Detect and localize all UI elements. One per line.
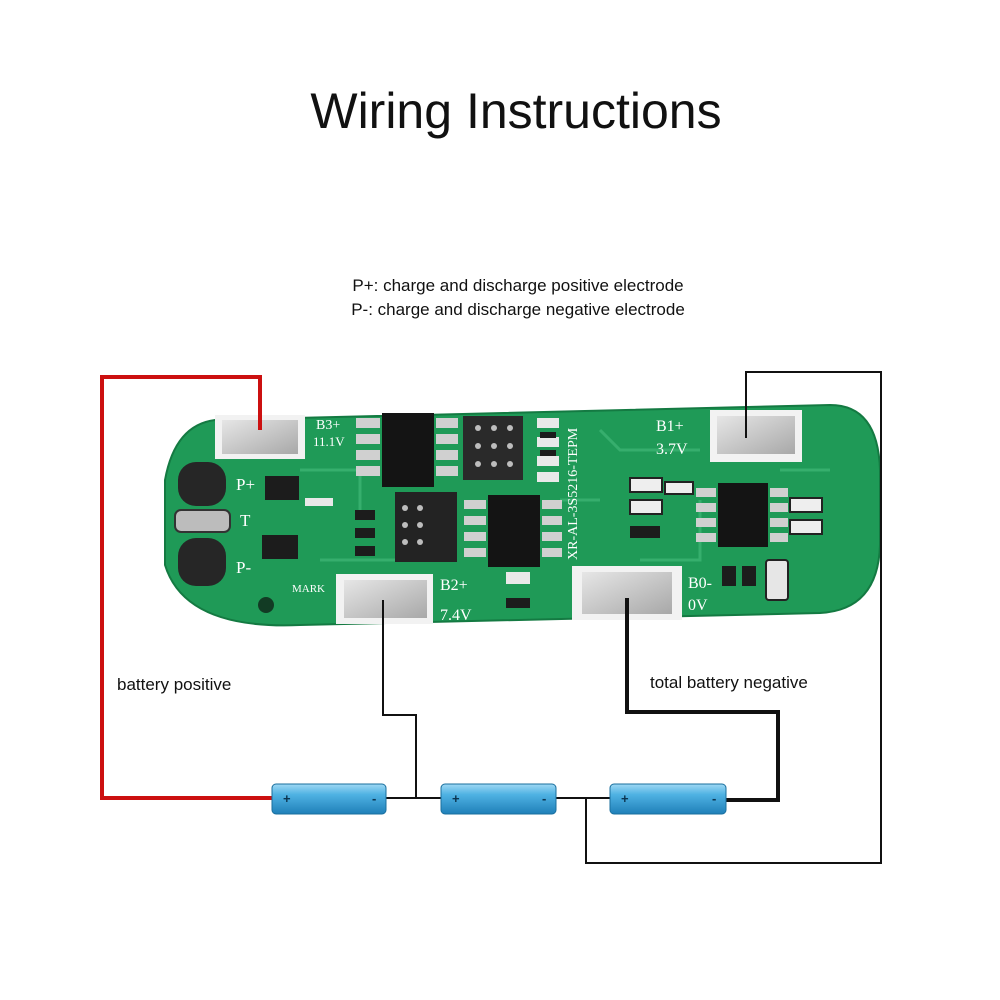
b0-label: B0- (688, 575, 712, 592)
b1-label: B1+ (656, 418, 684, 435)
p-minus-pad-label: P- (236, 558, 251, 577)
battery-1-plus-sign: + (283, 791, 291, 806)
battery-2-plus-sign: + (452, 791, 460, 806)
page-title: Wiring Instructions (310, 83, 722, 139)
mosfet-chip-2 (464, 495, 562, 567)
p-plus-pad-label: P+ (236, 475, 255, 494)
battery-2-minus-sign: - (542, 791, 546, 806)
battery-positive-wire (100, 375, 272, 800)
socket-grid (463, 416, 523, 480)
p-minus-connector (178, 538, 226, 586)
b1-pad (717, 416, 795, 454)
b1-voltage-label: 3.7V (656, 441, 688, 458)
legend-p-minus: P-: charge and discharge negative electr… (351, 300, 685, 319)
t-pad-label: T (240, 511, 251, 530)
mosfet-chip-1 (356, 413, 458, 487)
mark-dot (258, 597, 274, 613)
b3-label: B3+ (316, 418, 340, 433)
b2-label: B2+ (440, 577, 468, 594)
bms-board: P+ T P- MARK B3+ 11.1V (164, 403, 881, 627)
b3-voltage-label: 11.1V (313, 434, 345, 449)
battery-cell-1: + - (271, 783, 387, 815)
battery-3-minus-sign: - (712, 791, 716, 806)
b0-voltage-label: 0V (688, 597, 708, 614)
p-plus-connector (178, 462, 226, 506)
battery-cell-2: + - (440, 783, 557, 815)
protection-ic (696, 483, 788, 547)
total-negative-wire (625, 598, 780, 802)
b2-balance-wire (382, 600, 417, 798)
mark-label: MARK (292, 583, 325, 595)
legend-p-plus: P+: charge and discharge positive electr… (352, 276, 684, 295)
battery-3-plus-sign: + (621, 791, 629, 806)
resistor-array (629, 477, 694, 538)
battery-1-minus-sign: - (372, 791, 376, 806)
b2-pad (344, 580, 427, 618)
t-connector (174, 509, 231, 533)
battery-positive-label: battery positive (117, 675, 232, 694)
battery-cell-3: + - (609, 783, 727, 815)
b2-voltage-label: 7.4V (440, 607, 472, 624)
model-label: XR-AL-3S5216-TEPM (566, 427, 581, 560)
total-battery-negative-label: total battery negative (650, 673, 808, 692)
